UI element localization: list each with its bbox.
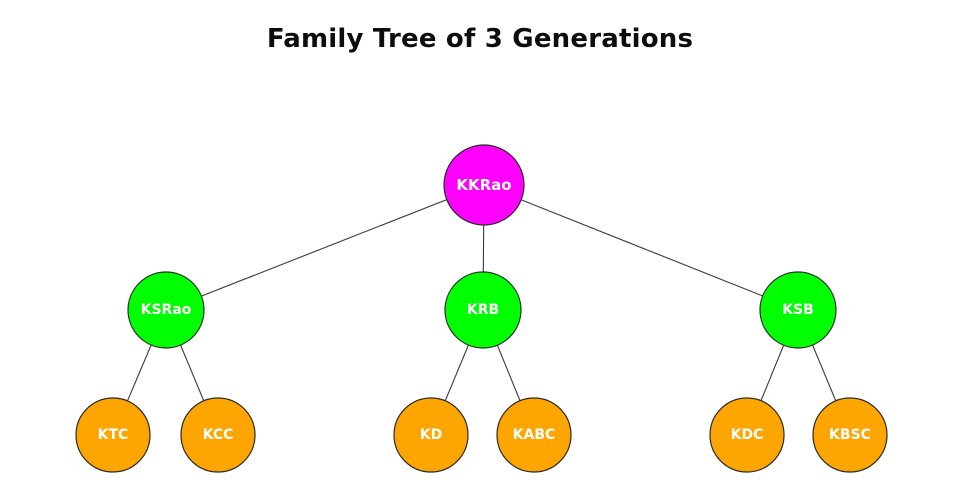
node-circle-KCC[interactable] [180,397,256,473]
node-circle-KABC[interactable] [496,397,572,473]
node-label-KABC: KABC [513,427,556,443]
tree-node-KCC[interactable]: KCC [180,397,256,473]
node-circle-KKRao[interactable] [443,144,525,226]
tree-node-KABC[interactable]: KABC [496,397,572,473]
node-label-KBSC: KBSC [829,427,871,443]
tree-node-KRB[interactable]: KRB [444,271,522,349]
node-circle-KRB[interactable] [444,271,522,349]
node-circle-KSB[interactable] [759,271,837,349]
node-label-KSB: KSB [782,302,814,318]
node-circle-KBSC[interactable] [812,397,888,473]
tree-node-KD[interactable]: KD [393,397,469,473]
node-circle-KD[interactable] [393,397,469,473]
node-label-KCC: KCC [203,427,234,443]
tree-edge-KKRao-KSB [483,184,799,311]
tree-node-KKRao[interactable]: KKRao [443,144,525,226]
tree-node-KSB[interactable]: KSB [759,271,837,349]
node-label-KRB: KRB [467,302,499,318]
node-label-KD: KD [420,427,442,443]
node-circle-KTC[interactable] [75,397,151,473]
node-label-KTC: KTC [98,427,129,443]
node-label-KSRao: KSRao [141,302,192,318]
page-title: Family Tree of 3 Generations [266,24,694,54]
node-circle-KSRao[interactable] [127,271,205,349]
node-label-KDC: KDC [731,427,764,443]
tree-node-KSRao[interactable]: KSRao [127,271,205,349]
tree-edge-KKRao-KSRao [165,184,485,311]
tree-node-KTC[interactable]: KTC [75,397,151,473]
node-circle-KDC[interactable] [709,397,785,473]
node-label-KKRao: KKRao [456,176,511,194]
tree-node-KBSC[interactable]: KBSC [812,397,888,473]
tree-node-KDC[interactable]: KDC [709,397,785,473]
